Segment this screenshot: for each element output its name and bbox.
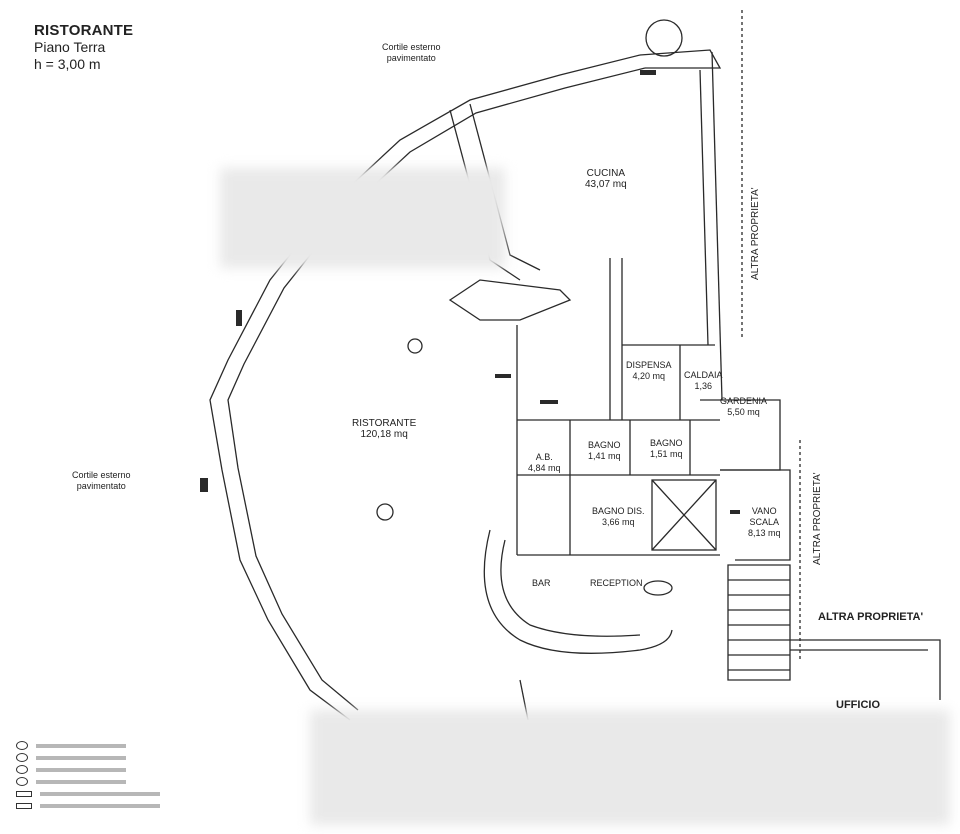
label-reception: RECEPTION <box>590 578 643 588</box>
elevator-box <box>651 479 717 551</box>
lower-right-walls <box>790 639 941 700</box>
dim-tag-2 <box>540 400 558 404</box>
legend-row <box>16 800 196 811</box>
dim-tag-5 <box>640 70 656 75</box>
corridor-wall-2 <box>469 103 541 271</box>
column-2 <box>376 503 394 521</box>
label-ufficio: UFFICIO <box>836 699 880 711</box>
diamond-room <box>448 279 572 321</box>
legend-row <box>16 752 196 763</box>
title-line-1: RISTORANTE <box>34 22 134 39</box>
label-ab: A.B.4,84 mq <box>528 452 561 473</box>
label-altra-proprieta-top: ALTRA PROPRIETA' <box>750 187 761 280</box>
elevator-x <box>651 479 717 551</box>
dim-tag-3 <box>200 478 208 492</box>
legend-row <box>16 776 196 787</box>
dim-tag-6 <box>730 510 740 514</box>
dim-tag-4 <box>236 310 242 326</box>
column-1 <box>407 338 423 354</box>
plan-title: RISTORANTE Piano Terra h = 3,00 m <box>34 22 133 73</box>
label-bar: BAR <box>532 578 551 588</box>
label-altra-proprieta-mid: ALTRA PROPRIETA' <box>812 472 823 565</box>
title-line-2: Piano Terra <box>34 39 106 55</box>
redacted-area-top <box>220 168 505 268</box>
outer-wall-inner <box>227 67 646 711</box>
label-bagno-dis: BAGNO DIS.3,66 mq <box>592 506 645 527</box>
stairs <box>727 564 791 681</box>
outer-wall <box>209 54 641 721</box>
entry-wall <box>639 49 722 69</box>
reception-desk <box>643 580 673 596</box>
right-wall-inner <box>699 69 709 346</box>
dim-tag-1 <box>495 374 511 378</box>
redacted-area-bottom <box>310 710 950 825</box>
vano-scala-walls <box>720 469 791 561</box>
legend-symbol-icon <box>16 790 32 797</box>
legend-symbol-icon <box>16 741 28 750</box>
bar-counter <box>483 529 673 654</box>
bar-counter-inner <box>500 539 641 637</box>
right-wall <box>711 51 723 401</box>
legend-row <box>16 740 196 751</box>
legend-row <box>16 764 196 775</box>
title-line-3: h = 3,00 m <box>34 56 101 72</box>
label-altra-proprieta-bottom: ALTRA PROPRIETA' <box>818 611 924 623</box>
legend-symbol-icon <box>16 765 28 774</box>
legend-row <box>16 788 196 799</box>
legend-symbol-icon <box>16 802 32 809</box>
legend-symbol-icon <box>16 753 28 762</box>
legend-symbol-icon <box>16 777 28 786</box>
entry-door-arc <box>645 19 683 57</box>
legend <box>16 740 196 812</box>
